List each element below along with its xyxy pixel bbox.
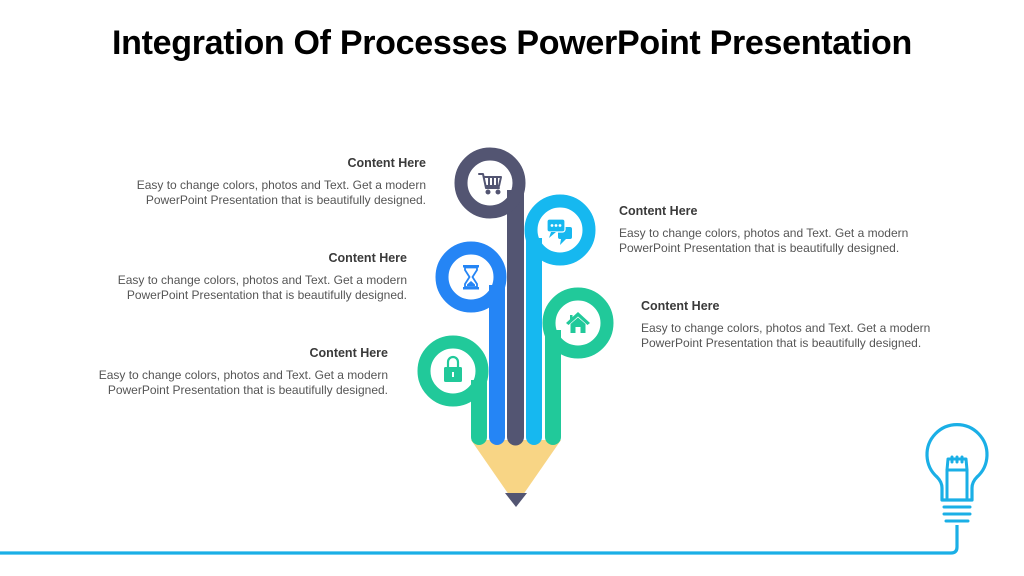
content-heading: Content Here xyxy=(309,346,388,360)
content-heading: Content Here xyxy=(328,251,407,265)
shopping-cart-icon xyxy=(478,173,502,195)
home-icon xyxy=(566,312,590,333)
content-heading: Content Here xyxy=(619,204,698,218)
padlock-icon xyxy=(444,355,462,382)
content-body: Easy to change colors, photos and Text. … xyxy=(117,273,407,302)
content-block-1: Content Here Easy to change colors, phot… xyxy=(66,156,426,208)
green-left-ring xyxy=(417,335,489,407)
pencil-stems xyxy=(471,190,561,446)
pencil-lead-tip xyxy=(505,493,527,507)
content-body: Easy to change colors, photos and Text. … xyxy=(136,178,426,207)
chat-bubbles-icon xyxy=(546,218,572,245)
content-block-4: Content Here Easy to change colors, phot… xyxy=(641,299,1001,351)
lightbulb-icon xyxy=(925,423,989,523)
hourglass-icon xyxy=(463,265,479,290)
content-heading: Content Here xyxy=(641,299,720,313)
cyan-ring xyxy=(524,194,596,266)
blue-ring xyxy=(435,241,507,313)
content-body: Easy to change colors, photos and Text. … xyxy=(98,368,388,397)
green-right-ring xyxy=(542,287,614,359)
content-body: Easy to change colors, photos and Text. … xyxy=(641,321,931,350)
content-block-2: Content Here Easy to change colors, phot… xyxy=(619,204,979,256)
content-heading: Content Here xyxy=(347,156,426,170)
content-body: Easy to change colors, photos and Text. … xyxy=(619,226,909,255)
navy-ring xyxy=(454,147,526,219)
content-block-5: Content Here Easy to change colors, phot… xyxy=(28,346,388,398)
content-block-3: Content Here Easy to change colors, phot… xyxy=(47,251,407,303)
slide-title: Integration Of Processes PowerPoint Pres… xyxy=(112,24,912,62)
bottom-accent-line xyxy=(0,525,959,555)
pencil-wood xyxy=(471,440,561,505)
